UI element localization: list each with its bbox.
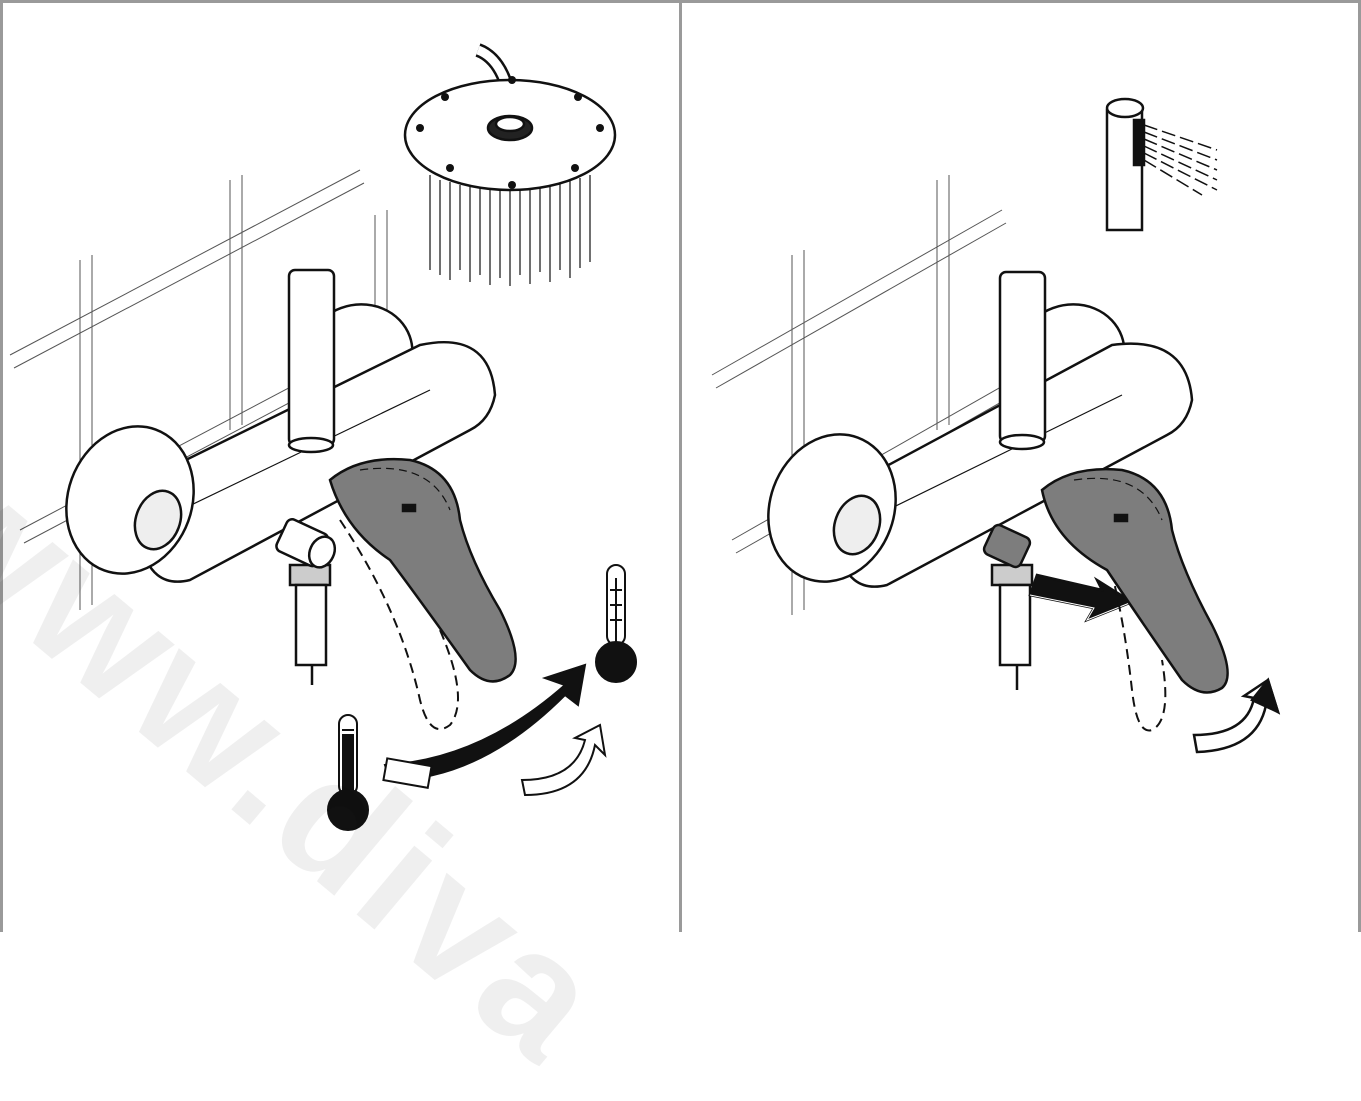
mixer-lever xyxy=(328,457,517,683)
shower-mixer xyxy=(65,268,517,731)
hot-thermometer-icon xyxy=(595,564,637,683)
shower-mixer xyxy=(767,270,1281,754)
temperature-arrow xyxy=(382,663,607,797)
panel-left-overhead-shower xyxy=(0,0,679,932)
panel-divider xyxy=(679,0,682,932)
cold-thermometer-icon xyxy=(327,714,369,831)
overhead-shower-icon xyxy=(403,43,617,286)
panel-right-hand-shower xyxy=(682,0,1361,932)
mixer-lever xyxy=(1040,467,1229,694)
left-illustration xyxy=(9,43,637,831)
right-illustration xyxy=(711,97,1281,754)
hand-shower-icon xyxy=(1105,97,1218,232)
